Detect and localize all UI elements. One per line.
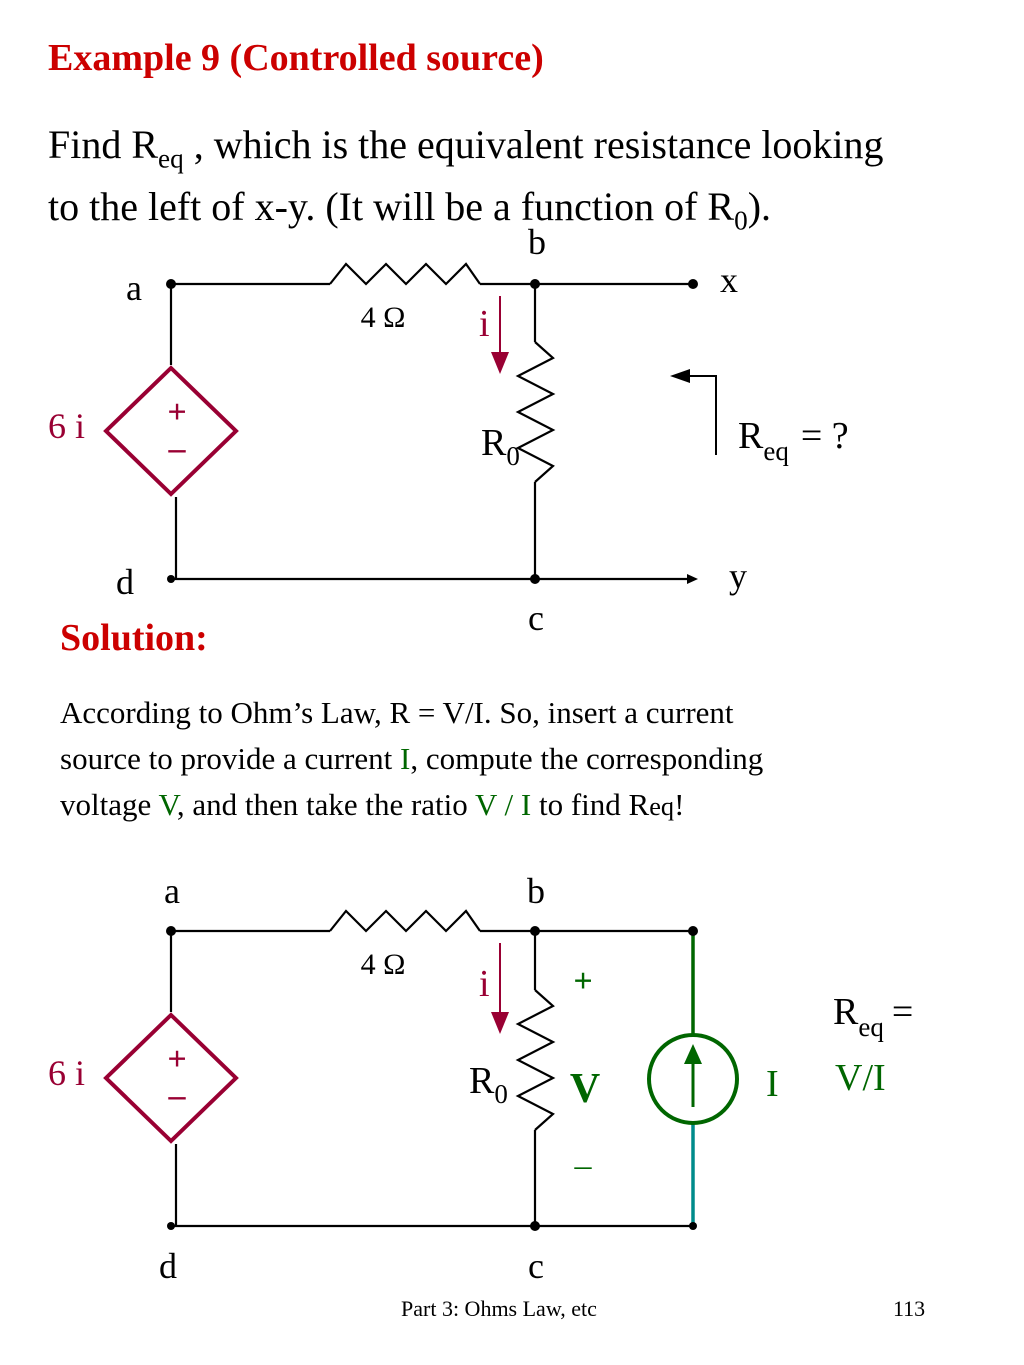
source-minus: – (168, 430, 187, 467)
resistor-value-label: 4 Ω (361, 301, 406, 334)
current-i-label: i (479, 303, 490, 345)
problem-statement: Find Req , which is the equivalent resis… (48, 122, 884, 236)
source-value-label-2: 6 i (48, 1053, 85, 1093)
dependent-voltage-source-2 (103, 1012, 239, 1144)
node-x-label: x (720, 260, 738, 300)
r0-label-2: R0 (469, 1060, 508, 1109)
resistor-4ohm-2 (329, 909, 481, 933)
node-c-label-2: c (528, 1246, 544, 1286)
node-a-label-2: a (164, 871, 180, 911)
footer-text: Part 3: Ohms Law, etc (401, 1296, 597, 1321)
source-minus-2: – (168, 1077, 187, 1114)
node-y-label: y (729, 556, 747, 596)
req-value: V/I (835, 1057, 886, 1099)
resistor-r0-2 (515, 989, 556, 1131)
test-current-source (647, 1033, 739, 1125)
slide-title: Example 9 (Controlled source) (48, 37, 544, 79)
current-i-label-2: i (479, 963, 490, 1005)
v-plus: + (573, 963, 592, 1000)
source-value-label: 6 i (48, 406, 85, 446)
page-number: 113 (893, 1296, 926, 1321)
resistor-r0 (515, 341, 556, 483)
test-current-label: I (766, 1063, 779, 1105)
v-minus: – (574, 1147, 593, 1184)
solution-paragraph: According to Ohm’s Law, R = V/I. So, ins… (60, 695, 764, 822)
source-plus-2: + (167, 1041, 186, 1078)
dependent-voltage-source (103, 365, 239, 497)
solution-heading: Solution: (60, 617, 208, 659)
resistor-value-label-2: 4 Ω (361, 948, 406, 981)
circuit-1: a b x y d c 4 Ω i 6 i + – R0 Req= ? (48, 222, 849, 638)
v-label: V (570, 1066, 600, 1112)
node-b-label-2: b (527, 871, 545, 911)
circuit-2: a b d c 4 Ω i 6 i + – R0 + V – I Req= V/… (48, 871, 913, 1286)
req-label: Req= ? (738, 415, 849, 466)
source-plus: + (167, 394, 186, 431)
r0-label: R0 (481, 422, 520, 471)
resistor-4ohm (329, 262, 481, 286)
req-label-2: Req= (833, 991, 913, 1042)
node-b-label: b (528, 222, 546, 262)
node-d-label: d (116, 562, 134, 602)
node-a-label: a (126, 268, 142, 308)
node-d-label-2: d (159, 1246, 177, 1286)
node-c-label: c (528, 598, 544, 638)
